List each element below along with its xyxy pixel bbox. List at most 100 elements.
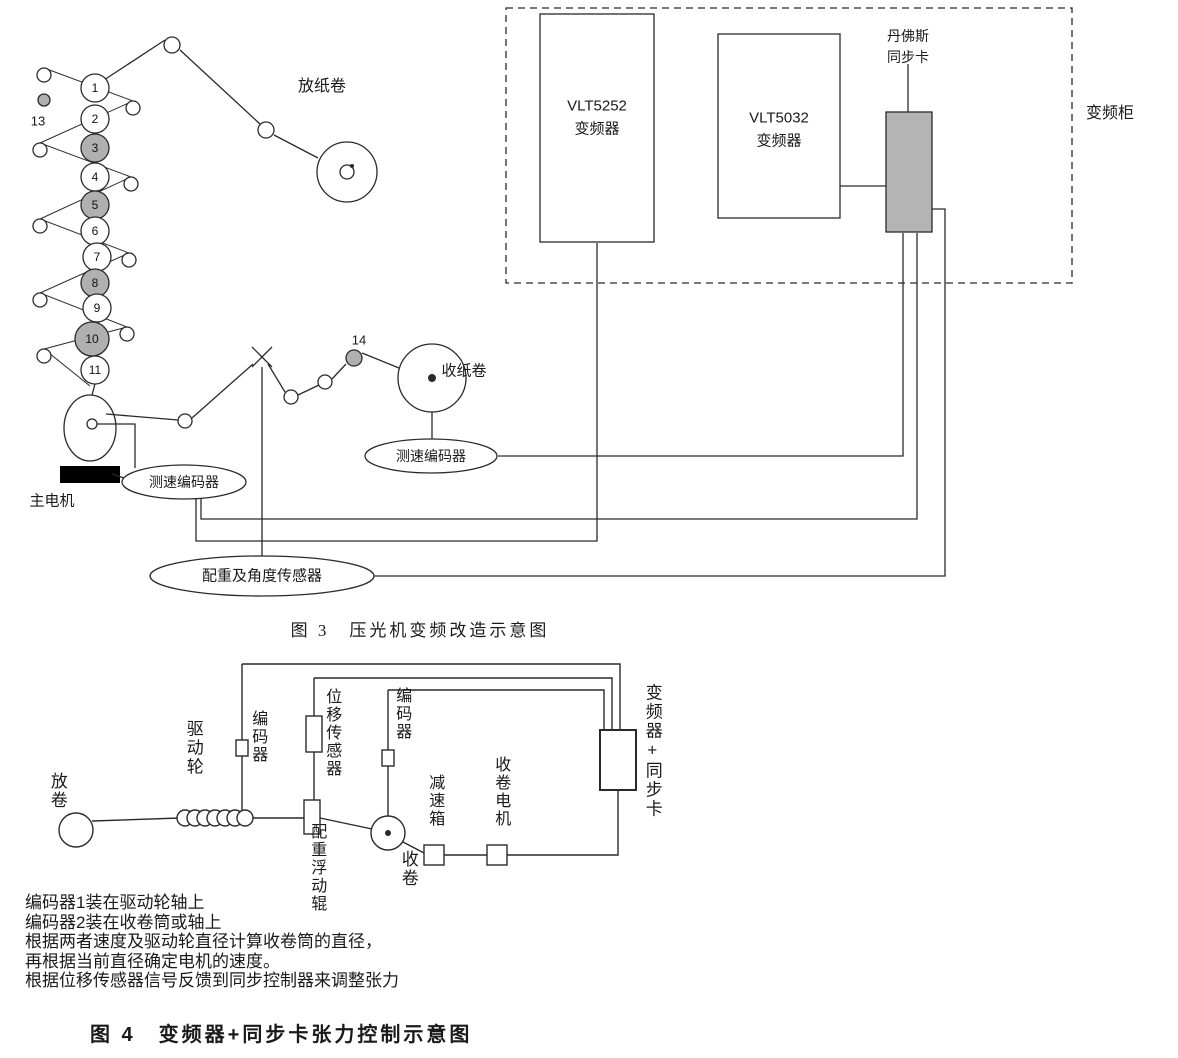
drive-wheel-coil [236,809,254,827]
inverter-cabinet-box [505,7,1073,284]
encoder-left-label: 测速编码器 [149,473,219,490]
unwind-roll-fig4 [58,812,94,848]
vlt5032-model: VLT5032 [749,109,809,127]
web-line [179,49,261,125]
guide-roller [32,142,48,158]
wire-sensor-to-inverter [314,677,613,730]
main-motor-label: 主电机 [29,492,75,510]
sync-card-label-line1: 丹佛斯 [887,28,929,44]
fig4-caption: 图 4 变频器+同步卡张力控制示意图 [90,1024,473,1046]
fig4-notes: 编码器1装在驱动轮轴上 编码器2装在收卷筒或轴上 根据两者速度及驱动轮直径计算收… [25,893,399,991]
encoder2-block [381,749,395,767]
note-line: 编码器2装在收卷筒或轴上 [25,912,222,932]
inverter-sync-label: 变频器+同步卡 [642,683,662,819]
roller-number: 8 [92,276,99,290]
inverter-sync-box [599,729,637,791]
web-line [267,363,286,393]
rewind-roll-core [428,374,436,382]
web-line [361,352,400,369]
roller-number: 11 [89,363,102,377]
roller-number: 7 [94,250,101,264]
fig3-art [32,7,1073,597]
note-line: 再根据当前直径确定电机的速度。 [25,951,280,971]
guide-roller [123,176,139,192]
note-line: 根据两者速度及驱动轮直径计算收卷筒的直径， [25,932,382,951]
guide-roller [317,374,333,390]
unwind-roll [316,141,378,203]
calender-roller-2 [80,104,110,134]
unwind-roll-dot [350,164,354,168]
encoder1-block [235,739,249,757]
roller-number: 9 [94,301,101,315]
roller-number: 3 [92,141,99,155]
guide-roller [257,121,275,139]
guide-roller [125,100,141,116]
unwind-label: 放卷 [47,772,67,810]
unwind-roll-label: 放纸卷 [297,77,347,95]
roller-number: 2 [92,112,99,126]
roller-14-label: 14 [351,332,367,348]
web-line [273,134,319,159]
wire-angle-sensor [374,208,946,577]
rewind-motor-label: 收卷电机 [492,756,510,828]
angle-sensor-label: 配重及角度传感器 [201,567,323,585]
fig3-caption: 图 3 压光机变频改造示意图 [290,621,550,641]
guide-roller-14 [345,349,363,367]
roller-number: 10 [85,332,99,346]
encoder-right-label: 测速编码器 [396,447,466,464]
vlt5252-model: VLT5252 [567,97,627,115]
roller-13-label: 13 [30,113,46,129]
float-roller-block [303,799,321,835]
calender-roller-9 [82,293,112,323]
roller-number: 4 [92,170,99,184]
roller-number: 6 [92,224,99,238]
roll-to-gearbox-line [402,841,425,854]
shaft-to-encoder-line [97,423,136,468]
rewind-roll-label: 收纸卷 [441,362,487,380]
displacement-sensor-block [305,715,323,753]
guide-roller [37,93,51,107]
roller-number: 1 [92,81,99,95]
cabinet-label: 变频柜 [1085,104,1135,122]
web-line [331,363,347,380]
sync-card-box [885,111,933,233]
unwind-roll-core [339,164,355,180]
note-line: 编码器1装在驱动轮轴上 [25,893,205,912]
wire-vlt5252 [195,243,598,542]
vlt5032-type: 变频器 [756,132,802,149]
sync-card-label: 丹佛斯 同步卡 [853,26,963,68]
vlt5252-label: VLT5252 变频器 [542,96,652,141]
web-line [91,817,181,822]
encoder1-label: 编码器 [249,710,267,764]
vlt5032-box [717,33,841,219]
guide-roller [32,292,48,308]
web-line [91,383,96,396]
guide-roller [121,252,137,268]
wire-encoder2-to-inverter [388,689,605,730]
rewind-label: 收卷 [398,850,418,888]
guide-roller [283,389,299,405]
roller-number: 5 [92,198,99,212]
gearbox-label: 减速箱 [426,774,444,828]
web-line [103,39,166,81]
web-line [319,817,373,830]
encoder-left-bubble [121,464,247,500]
vlt5252-box [539,13,655,243]
guide-roller [119,326,135,342]
note-line: 根据位移传感器信号反馈到同步控制器来调整张力 [25,971,399,990]
main-motor-block [60,466,120,483]
wire-encoder1-to-inverter [242,663,621,730]
drive-wheel-label: 驱动轮 [183,719,203,777]
float-roller-label: 配重浮动辊 [308,823,326,913]
sync-card-label-line2: 同步卡 [887,49,929,65]
wire-motor-to-inverter [507,790,619,856]
displacement-sensor-label: 位移传感器 [323,688,341,778]
wire-rewind-encoder [498,233,904,457]
guide-roller [163,36,181,54]
guide-roller [32,218,48,234]
guide-roller [36,348,52,364]
encoder-right-bubble [364,438,498,474]
guide-roller [177,413,193,429]
